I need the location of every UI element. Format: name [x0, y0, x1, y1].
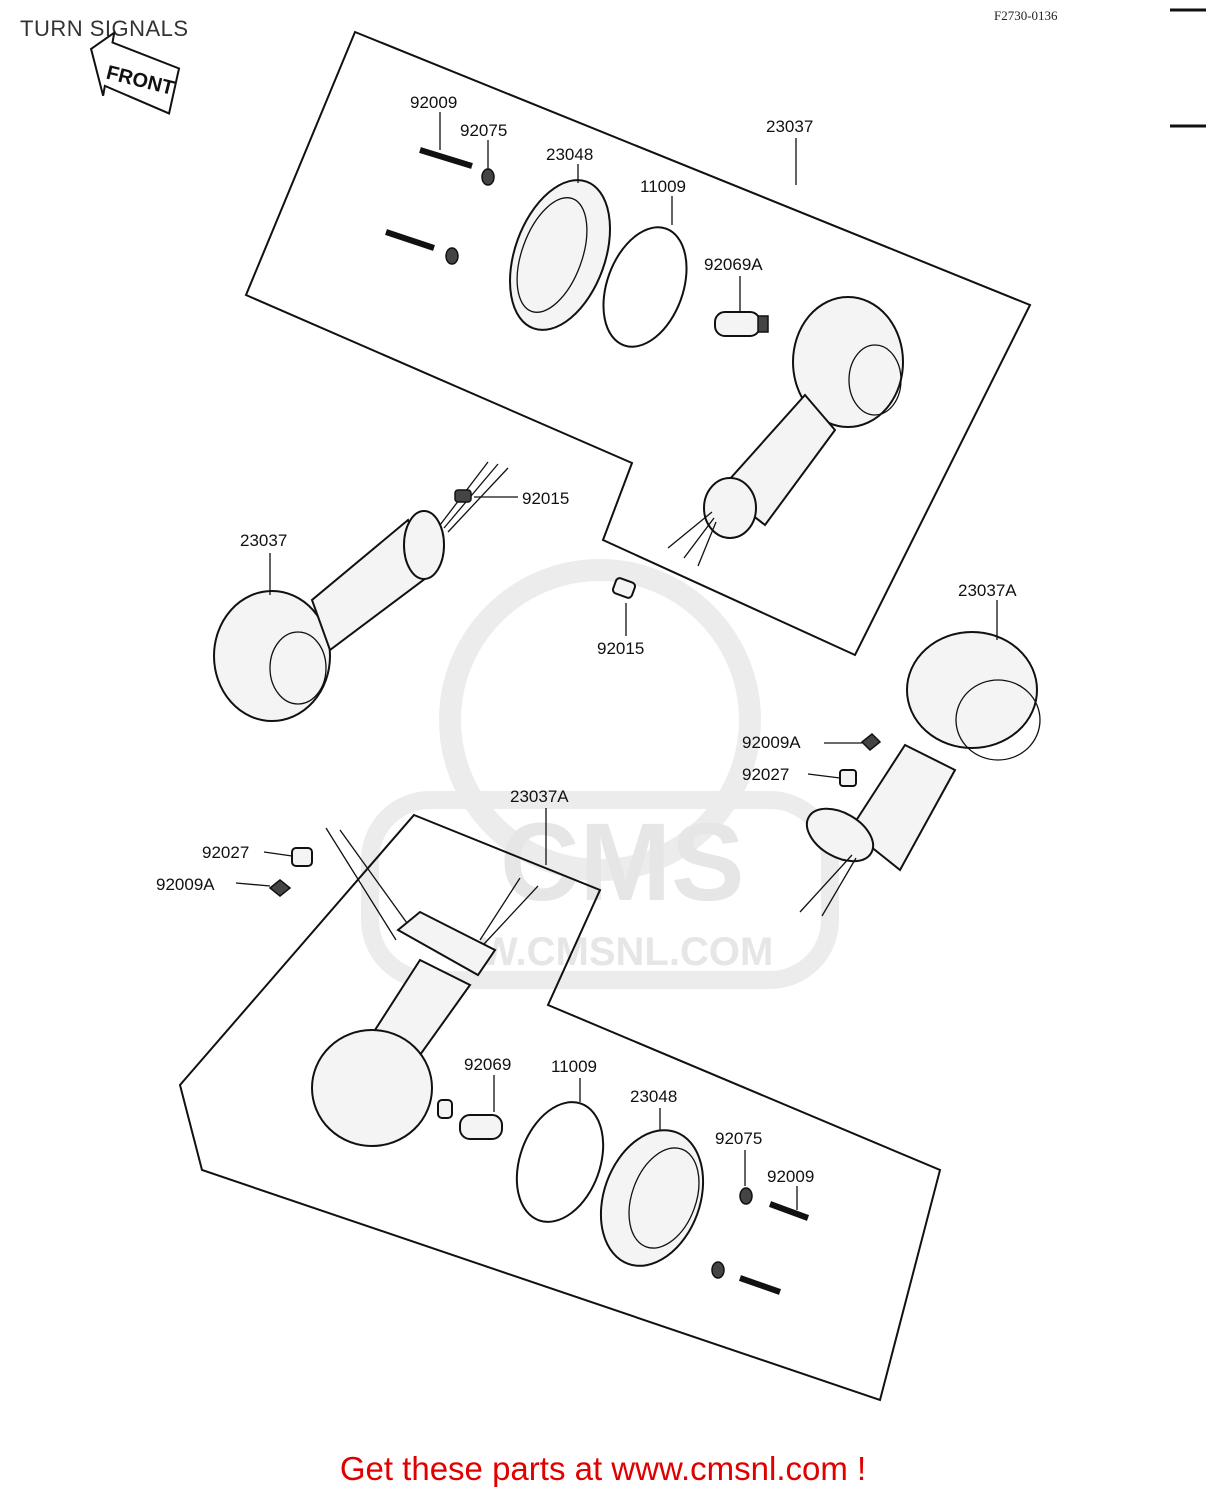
- bulb-92069: [437, 1099, 503, 1140]
- callout-92009A-left: 92009A: [156, 875, 215, 894]
- callout-92075-top: 92075: [460, 121, 507, 140]
- callout-92075-bottom: 92075: [715, 1129, 762, 1148]
- watermark-brand: CMS: [500, 801, 744, 924]
- screw-92009A-left: [268, 879, 292, 897]
- upper-assembly-outline: [244, 30, 1032, 657]
- leader-lines: [235, 112, 998, 1210]
- callout-11009-top: 11009: [640, 177, 686, 196]
- watermark-url: W.CMSNL.COM: [480, 930, 773, 974]
- callout-23037-left: 23037: [240, 531, 287, 550]
- watermark: CMS W.CMSNL.COM: [361, 559, 839, 989]
- callout-92027-left: 92027: [202, 843, 249, 862]
- grommet-92015-lower: [611, 577, 637, 599]
- callout-92009-top: 92009: [410, 93, 457, 112]
- collar-92027-left: [291, 847, 313, 867]
- housing-23037A-bottom: [311, 877, 539, 1147]
- grommet-92015-upper: [454, 489, 472, 503]
- callout-92009-bottom: 92009: [767, 1167, 814, 1186]
- washer-92075-bottom: [711, 1187, 753, 1279]
- screw-92009-bottom: [739, 1201, 810, 1295]
- callout-23037A-right: 23037A: [958, 581, 1017, 600]
- callout-92069: 92069: [464, 1055, 511, 1074]
- bulb-92069A: [714, 311, 769, 337]
- lower-assembly-outline: [178, 813, 942, 1402]
- lens-23048-top: [509, 179, 611, 331]
- lens-23048-bottom: [599, 1129, 705, 1267]
- callout-23037-top: 23037: [766, 117, 813, 136]
- callout-23037A-bottom: 23037A: [510, 787, 569, 806]
- callout-92027-right: 92027: [742, 765, 789, 784]
- callout-92009A-right: 92009A: [742, 733, 801, 752]
- figure-code: F2730-0136: [994, 8, 1058, 23]
- screw-92009A-right: [860, 732, 882, 752]
- screw-92009-top: [385, 147, 473, 251]
- gasket-11009-bottom: [515, 1101, 605, 1223]
- collar-92027-right: [839, 769, 857, 787]
- front-arrow-label: FRONT: [104, 62, 176, 100]
- front-arrow: FRONT: [89, 30, 181, 115]
- callout-92015-lower: 92015: [597, 639, 644, 658]
- washer-92075-top: [445, 168, 495, 265]
- gasket-11009-top: [602, 226, 688, 348]
- page-title: TURN SIGNALS: [20, 16, 189, 41]
- callout-92015-upper: 92015: [522, 489, 569, 508]
- housing-23037-left: [213, 461, 509, 722]
- callout-23048-top: 23048: [546, 145, 593, 164]
- housing-23037-upper: [667, 296, 904, 567]
- callout-92069A: 92069A: [704, 255, 763, 274]
- cta-link[interactable]: Get these parts at www.cmsnl.com !: [339, 1450, 867, 1487]
- callout-23048-bottom: 23048: [630, 1087, 677, 1106]
- callout-11009-bottom: 11009: [551, 1057, 597, 1076]
- housing-23037A-right: [799, 631, 1041, 917]
